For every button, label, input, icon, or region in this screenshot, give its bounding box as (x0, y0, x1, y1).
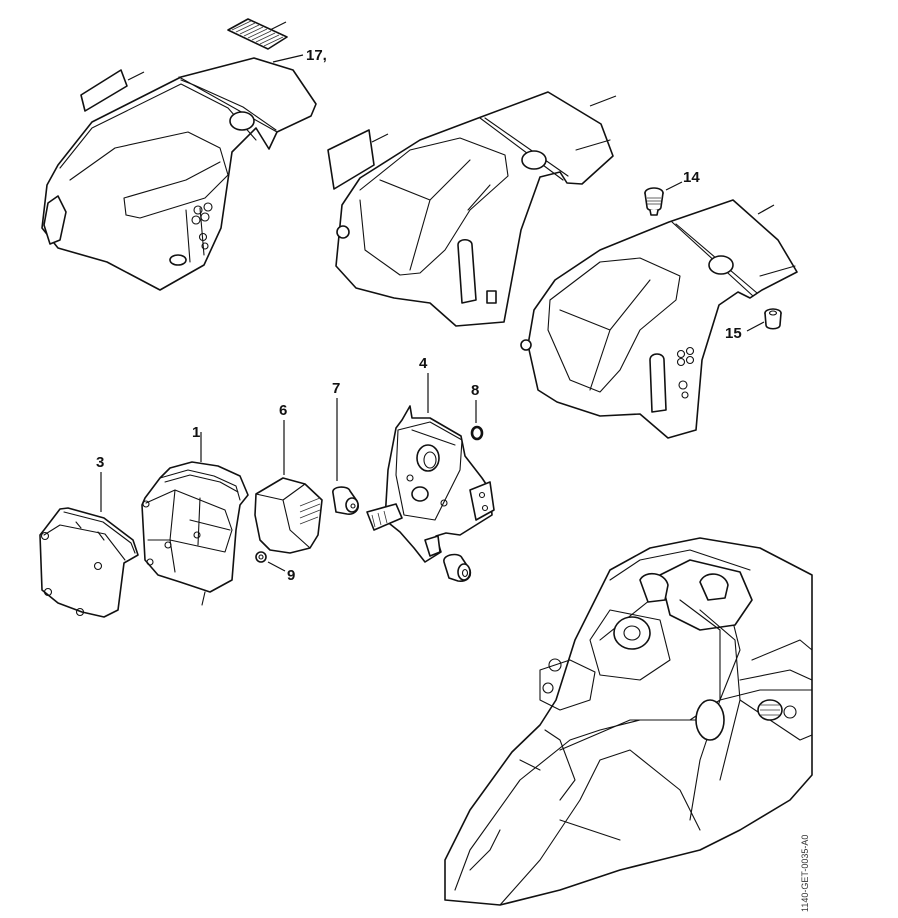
callout-label-8: 8 (471, 382, 480, 399)
nut (255, 551, 286, 572)
callout-label-4: 4 (419, 355, 428, 372)
o-ring (470, 400, 484, 441)
figure-code: 1140-GET-0035-A0 (800, 834, 810, 912)
grille-decal (227, 18, 288, 50)
carburetor-box (366, 373, 495, 563)
grommet (443, 553, 472, 582)
filter-cover (39, 472, 139, 618)
callout-label-7: 7 (332, 380, 341, 397)
callout-label-3: 3 (96, 454, 105, 471)
label-decal (327, 129, 389, 190)
shroud-cover-variant-3 (520, 199, 798, 439)
chainsaw-assembly-overview (444, 537, 813, 906)
label-decal (80, 69, 145, 112)
rubber-buffer (746, 308, 782, 332)
rubber-buffer (332, 398, 359, 515)
shroud-cover-variant-1 (41, 54, 317, 291)
filter-pre-separator (254, 420, 323, 554)
callout-label-1: 1 (192, 424, 201, 441)
callout-label-14: 14 (683, 169, 700, 186)
shroud-cover-variant-2 (335, 91, 617, 327)
callout-label-15: 15 (725, 325, 742, 342)
callout-label-9: 9 (287, 567, 296, 584)
knob-screw (644, 181, 683, 216)
air-filter (141, 432, 249, 606)
callout-label-6: 6 (279, 402, 288, 419)
callout-label-17: 17, (306, 47, 327, 64)
